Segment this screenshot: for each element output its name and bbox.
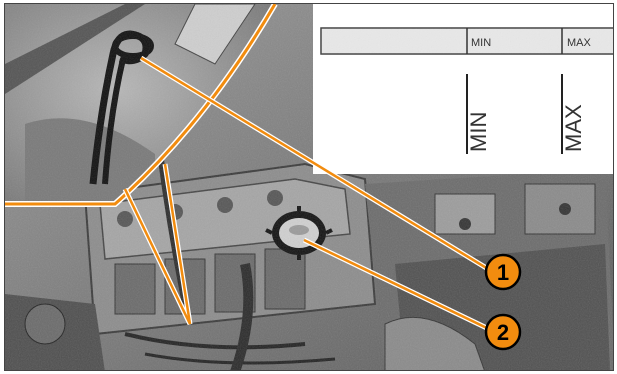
strip-max-label: MAX — [567, 37, 592, 49]
photo-frame: MIN MAX MIN MAX 1 2 — [4, 3, 614, 371]
engine-illustration: MIN MAX MIN MAX 1 2 — [5, 4, 614, 371]
callout-2-number: 2 — [497, 320, 509, 345]
callout-1-number: 1 — [497, 260, 509, 285]
dipstick-scale-panel: MIN MAX MIN MAX — [313, 4, 614, 174]
strip-min-label: MIN — [471, 37, 491, 49]
callout-2: 2 — [486, 315, 520, 349]
rotated-min-label: MIN — [466, 112, 491, 152]
rotated-max-label: MAX — [561, 104, 586, 152]
callout-1: 1 — [486, 255, 520, 289]
